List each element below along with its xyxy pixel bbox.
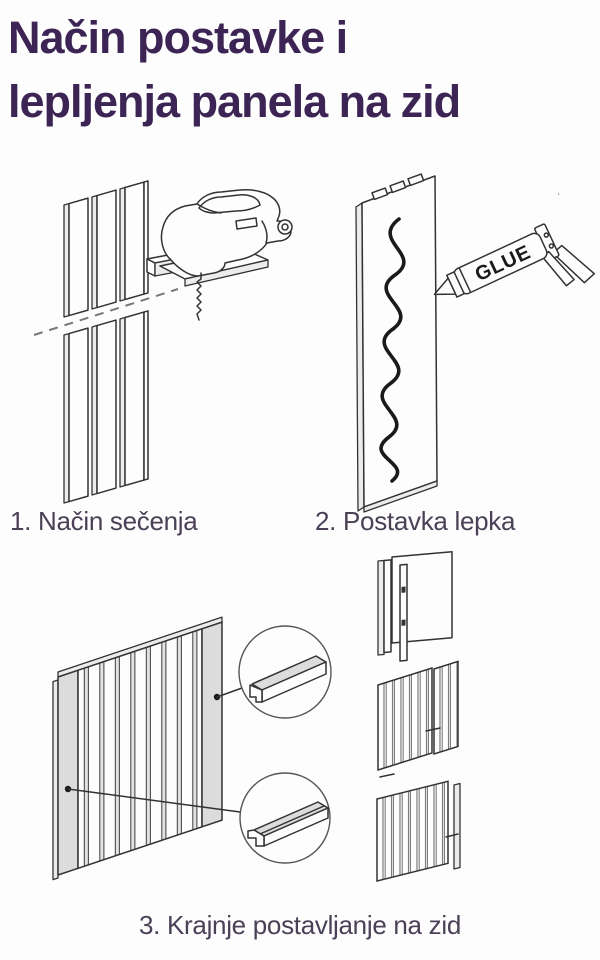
detail-circle-bottom	[240, 773, 330, 863]
step-panel-half	[378, 661, 458, 777]
panel-piece-top	[64, 181, 148, 317]
page-title: Način postavke i lepljenja panela na zid	[8, 6, 600, 134]
figure-gluing: GLUE	[300, 163, 600, 513]
panel-back	[356, 174, 437, 512]
saw-blade	[197, 273, 201, 320]
caulk-gun-icon: GLUE	[418, 185, 600, 342]
slat-profile-detail	[250, 656, 326, 702]
callout-line-top	[217, 688, 242, 697]
caption-step2: 2. Postavka lepka	[315, 506, 516, 536]
caption-step3: 3. Krajnje postavljanje na zid	[139, 910, 461, 940]
figure-mounting-steps	[350, 545, 490, 905]
glue-squiggle	[381, 219, 404, 481]
callout-line-bottom	[68, 789, 240, 812]
step-panel-start	[378, 552, 452, 661]
step-panel-full	[377, 781, 460, 881]
jigsaw-icon	[147, 190, 292, 320]
page-title-line2: lepljenja panela na zid	[8, 76, 461, 127]
grooved-profile-detail	[248, 802, 328, 846]
caption-step1: 1. Način sečenja	[10, 506, 198, 536]
panel-piece-bottom	[64, 311, 148, 503]
slat-wall-panel	[53, 617, 222, 880]
figure-mounting-panel	[20, 550, 360, 915]
page-title-line1: Način postavke i	[8, 12, 348, 63]
figure-cutting	[0, 163, 300, 513]
detail-circle-top	[239, 626, 331, 718]
